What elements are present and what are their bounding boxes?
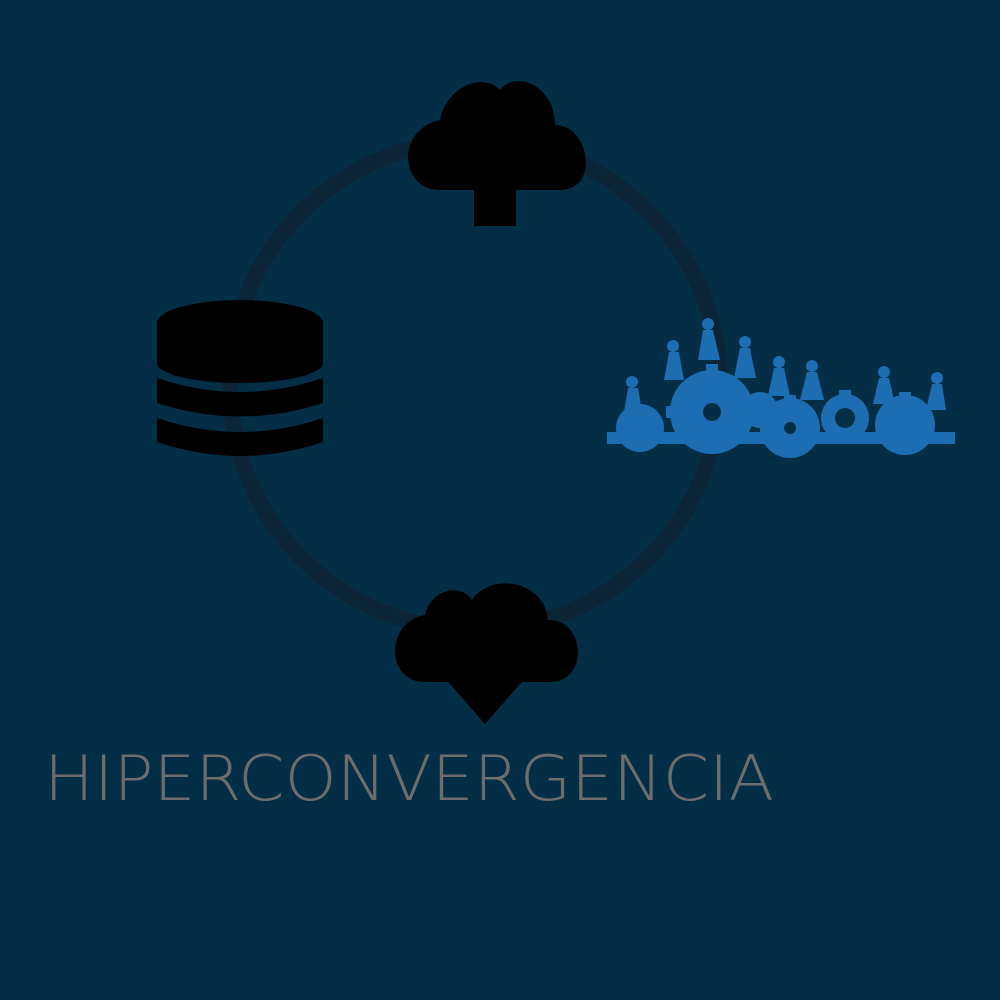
people-figures — [624, 318, 946, 412]
cloud-download-icon — [395, 583, 578, 725]
teamwork-gears-icon — [607, 318, 955, 458]
title-text: HIPERCONVERGENCIA — [44, 742, 774, 815]
cloud-upload-icon — [408, 81, 586, 226]
database-icon — [157, 300, 323, 456]
title: HIPERCONVERGENCIA — [42, 738, 802, 818]
